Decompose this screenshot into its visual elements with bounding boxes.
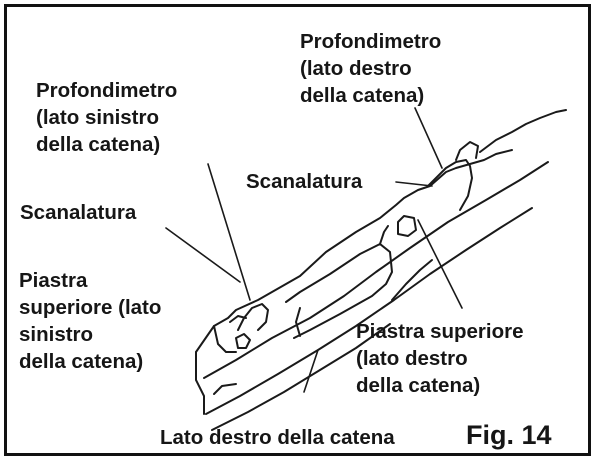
leader-groove-right xyxy=(395,181,433,187)
chain-side-detail-2 xyxy=(213,383,237,395)
figure-number: Fig. 14 xyxy=(466,420,552,450)
leader-depth-gauge-right xyxy=(414,107,443,169)
chain-top-link xyxy=(479,109,567,153)
chain-cutter-outline xyxy=(195,149,513,353)
chain-bottom-edge xyxy=(211,323,391,431)
leader-groove-left xyxy=(165,227,241,283)
leader-right-side-chain xyxy=(303,349,319,393)
leader-top-plate-right xyxy=(417,219,463,309)
left-groove-shape xyxy=(229,315,247,323)
rivet-right xyxy=(397,215,417,237)
chain-link-seam-2 xyxy=(295,307,301,337)
label-top-plate-right: Piastra superiore (lato destro della cat… xyxy=(356,320,524,397)
chain-link-seam xyxy=(379,225,389,245)
depth-gauge-right-shape xyxy=(427,159,473,211)
figure-frame xyxy=(4,4,591,456)
label-depth-gauge-right: Profondimetro (lato destro della catena) xyxy=(300,30,442,107)
chain-lower-edge xyxy=(203,161,549,379)
label-top-plate-left: Piastra superiore (lato sinistro della c… xyxy=(19,269,162,373)
left-cutter-face xyxy=(213,325,237,353)
label-depth-gauge-left: Profondimetro (lato sinistro della caten… xyxy=(36,79,178,156)
chain-lower-edge-2 xyxy=(205,207,533,415)
upper-tooth-edge xyxy=(455,141,479,161)
chain-link-body xyxy=(285,243,393,339)
label-groove-left: Scanalatura xyxy=(20,201,137,224)
label-right-side-chain: Lato destro della catena xyxy=(160,426,395,449)
left-plate-edge xyxy=(195,351,205,415)
rivet-left xyxy=(235,333,251,349)
label-groove-right: Scanalatura xyxy=(246,170,363,193)
chain-side-detail xyxy=(391,259,433,301)
leader-depth-gauge-left xyxy=(207,163,251,301)
